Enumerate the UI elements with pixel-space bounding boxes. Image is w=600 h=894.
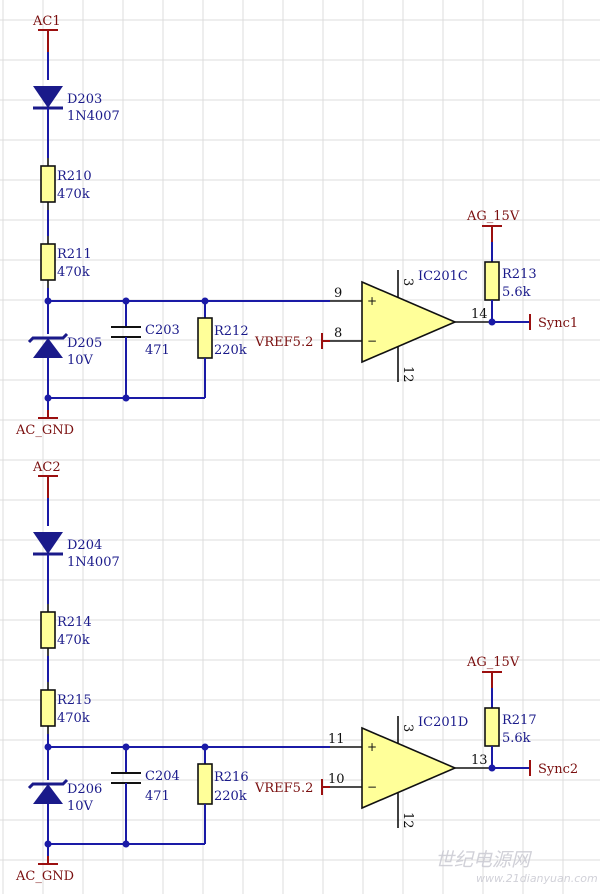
watermark: 世纪电源网 www.21dianyuan.com [435, 849, 598, 885]
ac1-port-label: AC1 [32, 14, 61, 29]
diode-d204: D204 1N4007 [33, 532, 120, 570]
ic201c-minus-sign: − [367, 334, 377, 348]
d204-value: 1N4007 [67, 555, 120, 570]
r215-value: 470k [57, 711, 90, 726]
sync2-label: Sync2 [538, 762, 578, 777]
ic201c-pin-minus: 8 [334, 326, 342, 341]
vref-label-2: VREF5.2 [254, 781, 313, 796]
r213-ref: R213 [502, 267, 537, 282]
channel-1-circuit: AC1 D203 1N4007 R210 470k R211 470k [15, 14, 578, 438]
vref-port-1: VREF5.2 [254, 333, 330, 350]
r217-value: 5.6k [502, 731, 531, 746]
c204-value: 471 [145, 789, 170, 804]
vref-port-2: VREF5.2 [254, 779, 330, 796]
c204-ref: C204 [145, 769, 180, 784]
ic201c-plus-sign: + [367, 294, 377, 308]
ic201c-pin-plus: 9 [334, 286, 342, 301]
ic201d-pin-vcc: 3 [400, 724, 415, 732]
r213-value: 5.6k [502, 285, 531, 300]
c203-ref: C203 [145, 323, 180, 338]
ic201d-plus-sign: + [367, 740, 377, 754]
d206-value: 10V [67, 799, 94, 814]
resistor-r217: AG_15V R217 5.6k [466, 655, 537, 772]
ic201d-minus-sign: − [367, 780, 377, 794]
r215-ref: R215 [57, 693, 92, 708]
ic201d-pin-plus: 11 [328, 732, 345, 747]
capacitor-c203: C203 471 [111, 301, 180, 398]
r217-ref: R217 [502, 713, 537, 728]
r212-ref: R212 [214, 324, 249, 339]
sync1-label: Sync1 [538, 316, 578, 331]
sync2-port: Sync2 [492, 760, 578, 777]
resistor-r215: R215 470k [40, 682, 92, 734]
ic201c-pin-vcc: 3 [400, 278, 415, 286]
d203-value: 1N4007 [67, 109, 120, 124]
r212-value: 220k [214, 343, 247, 358]
opamp-ic201c: + − IC201C 9 8 14 3 12 [330, 269, 492, 383]
ic201c-pin-gnd: 12 [400, 366, 415, 383]
ic201d-ref: IC201D [418, 715, 468, 730]
ac1-port: AC1 [32, 14, 61, 52]
ac-gnd-port-2: AC_GND [15, 856, 74, 884]
ic201c-ref: IC201C [418, 269, 468, 284]
ac-gnd-label-2: AC_GND [15, 869, 74, 884]
d206-ref: D206 [67, 782, 102, 797]
watermark-url: www.21dianyuan.com [476, 872, 598, 885]
diode-d203: D203 1N4007 [33, 86, 120, 124]
ic201d-pin-out: 13 [471, 753, 488, 768]
r210-value: 470k [57, 187, 90, 202]
zener-d205: D205 10V [27, 332, 102, 368]
ic201d-pin-minus: 10 [328, 772, 345, 787]
resistor-r210: R210 470k [40, 158, 92, 210]
d205-ref: D205 [67, 336, 102, 351]
ac-gnd-port-1: AC_GND [15, 410, 74, 438]
opamp-ic201d: + − IC201D 11 10 13 3 12 [328, 715, 492, 829]
r214-ref: R214 [57, 615, 92, 630]
resistor-r211: R211 470k [40, 236, 92, 288]
channel-2-circuit: AC2 D204 1N4007 R214 470k R215 470k [15, 460, 578, 884]
r216-ref: R216 [214, 770, 249, 785]
r216-value: 220k [214, 789, 247, 804]
sync1-port: Sync1 [492, 314, 578, 331]
d203-ref: D203 [67, 92, 102, 107]
ac-gnd-label-1: AC_GND [15, 423, 74, 438]
d205-value: 10V [67, 353, 94, 368]
ic201d-pin-gnd: 12 [400, 812, 415, 829]
zener-d206: D206 10V [27, 778, 102, 814]
ac2-port-label: AC2 [32, 460, 61, 475]
ic201c-pin-out: 14 [471, 307, 488, 322]
d204-ref: D204 [67, 538, 102, 553]
vref-label-1: VREF5.2 [254, 335, 313, 350]
r211-value: 470k [57, 265, 90, 280]
watermark-brand: 世纪电源网 [435, 849, 533, 871]
ag15v-label-1: AG_15V [466, 209, 520, 224]
ag15v-label-2: AG_15V [466, 655, 520, 670]
r211-ref: R211 [57, 247, 92, 262]
resistor-r212: R212 220k [197, 301, 249, 398]
r210-ref: R210 [57, 169, 92, 184]
ac2-port: AC2 [32, 460, 61, 498]
resistor-r214: R214 470k [40, 604, 92, 656]
resistor-r216: R216 220k [197, 747, 249, 844]
capacitor-c204: C204 471 [111, 747, 180, 844]
r214-value: 470k [57, 633, 90, 648]
c203-value: 471 [145, 343, 170, 358]
